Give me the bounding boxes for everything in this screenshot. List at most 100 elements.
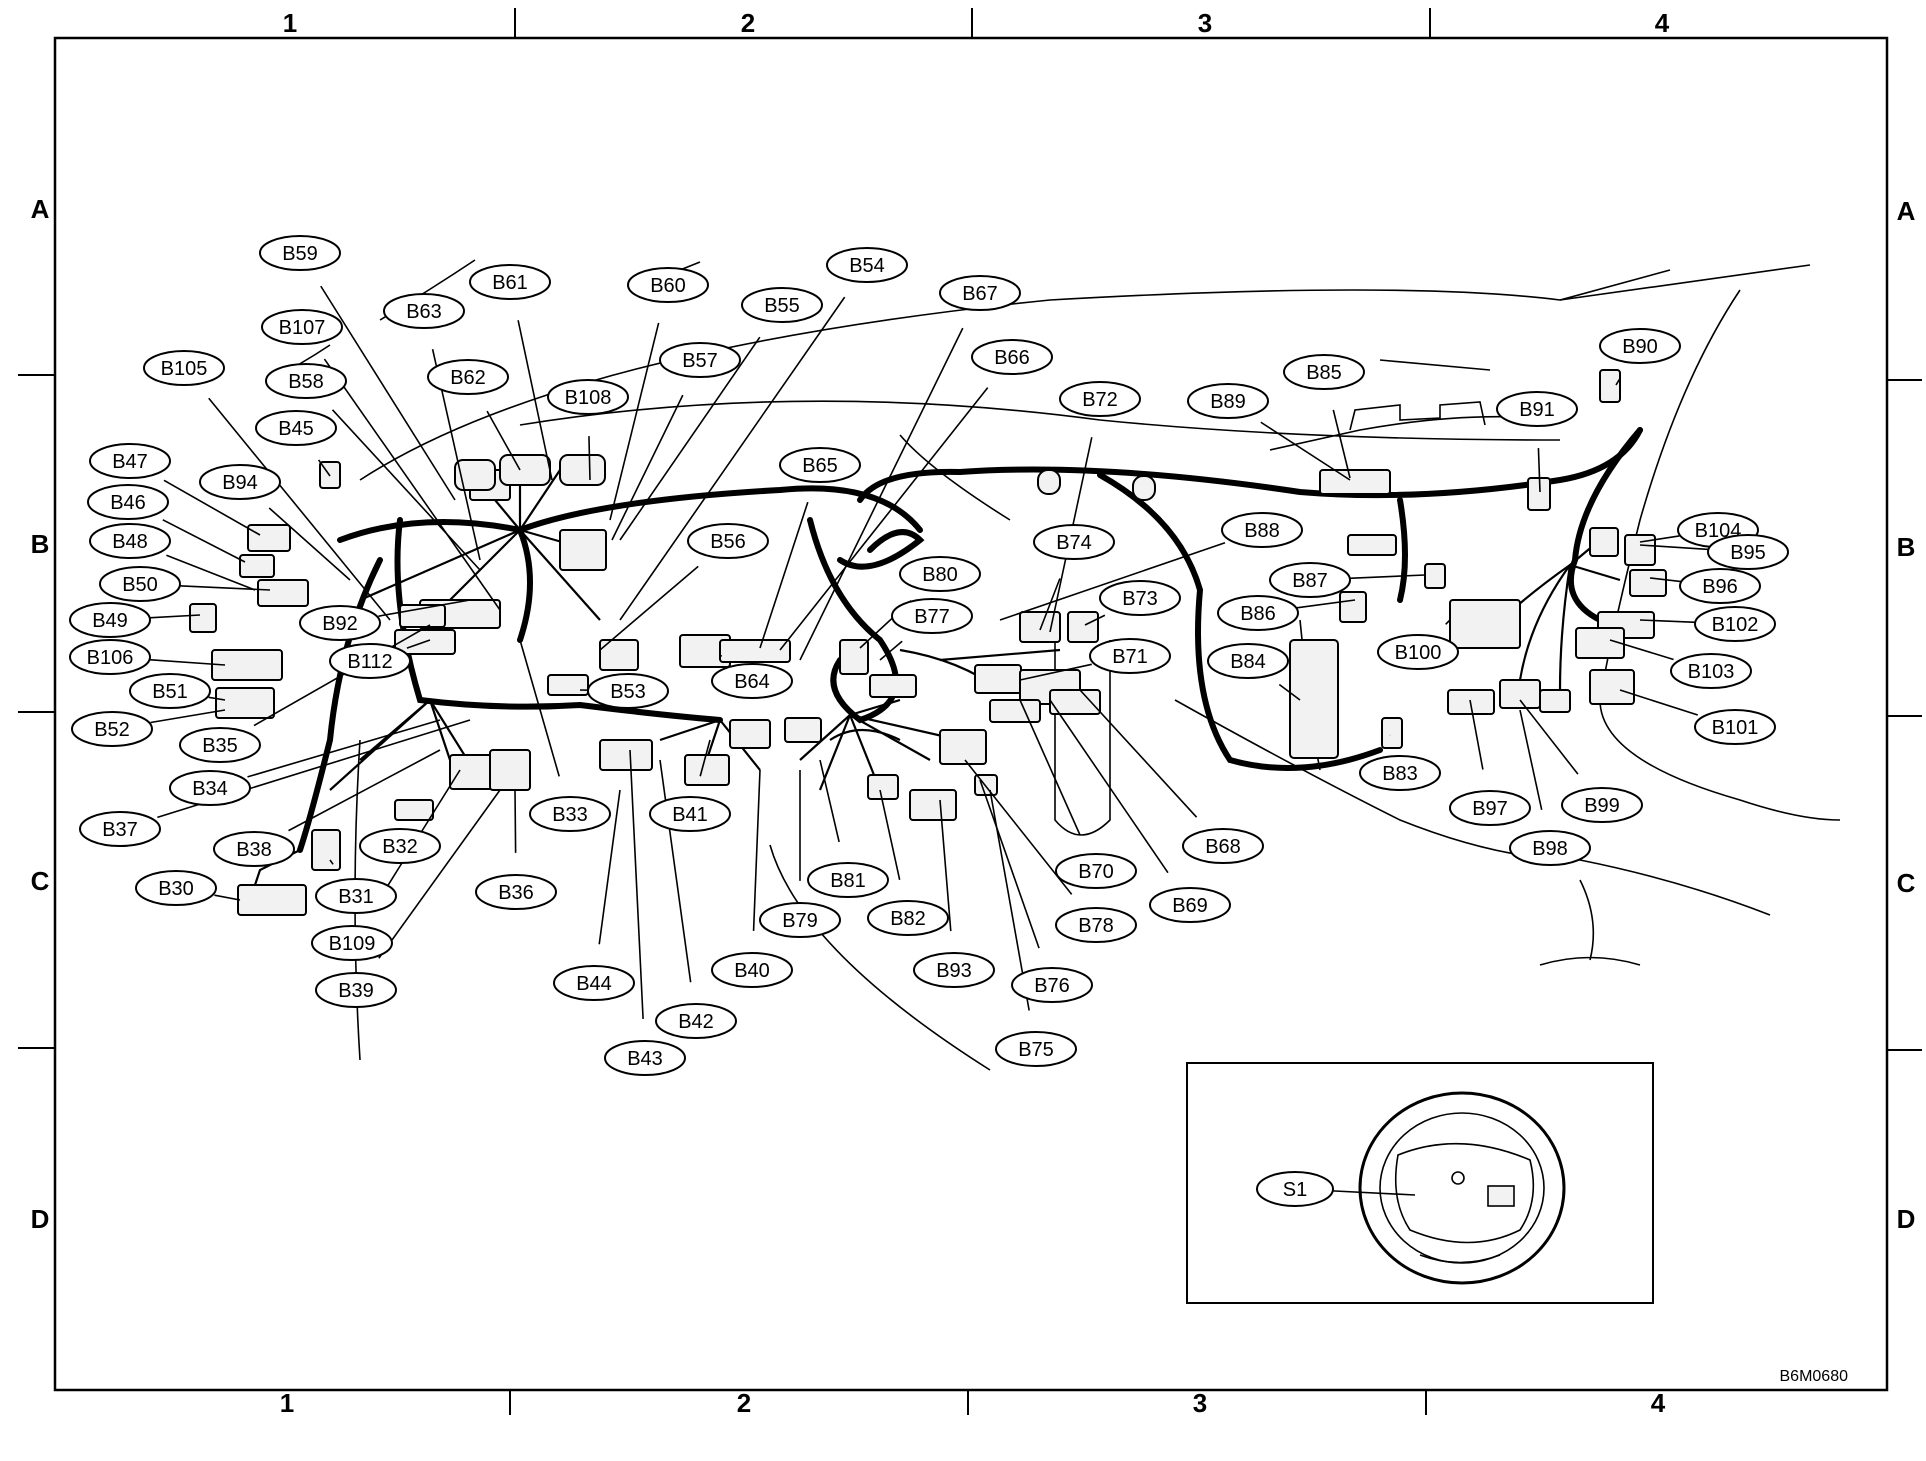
callout-b95[interactable]: B95 <box>1708 535 1788 569</box>
grid-ticks <box>18 8 1922 1415</box>
callout-b103[interactable]: B103 <box>1671 654 1751 688</box>
callout-b57[interactable]: B57 <box>660 343 740 377</box>
callout-b77[interactable]: B77 <box>892 599 972 633</box>
callout-b56[interactable]: B56 <box>688 524 768 558</box>
callout-b69[interactable]: B69 <box>1150 888 1230 922</box>
callout-b100[interactable]: B100 <box>1378 635 1458 669</box>
callout-b74[interactable]: B74 <box>1034 525 1114 559</box>
callout-b59[interactable]: B59 <box>260 236 340 270</box>
callout-b37[interactable]: B37 <box>80 812 160 846</box>
callout-b58[interactable]: B58 <box>266 364 346 398</box>
callout-label-b58: B58 <box>288 371 324 393</box>
callout-b73[interactable]: B73 <box>1100 581 1180 615</box>
callout-b43[interactable]: B43 <box>605 1041 685 1075</box>
callout-b46[interactable]: B46 <box>88 485 168 519</box>
callout-b38[interactable]: B38 <box>214 832 294 866</box>
callout-b30[interactable]: B30 <box>136 871 216 905</box>
callout-b34[interactable]: B34 <box>170 771 250 805</box>
callout-b71[interactable]: B71 <box>1090 639 1170 673</box>
callout-b50[interactable]: B50 <box>100 567 180 601</box>
callout-label-b46: B46 <box>110 492 146 514</box>
callout-b65[interactable]: B65 <box>780 448 860 482</box>
callout-b108[interactable]: B108 <box>548 380 628 414</box>
callout-b52[interactable]: B52 <box>72 712 152 746</box>
callout-b39[interactable]: B39 <box>316 973 396 1007</box>
callout-b35[interactable]: B35 <box>180 728 260 762</box>
callout-b67[interactable]: B67 <box>940 276 1020 310</box>
callout-b72[interactable]: B72 <box>1060 382 1140 416</box>
callout-b93[interactable]: B93 <box>914 953 994 987</box>
callout-b80[interactable]: B80 <box>900 557 980 591</box>
leader-line-b108 <box>589 436 590 480</box>
callout-b32[interactable]: B32 <box>360 829 440 863</box>
callout-b44[interactable]: B44 <box>554 966 634 1000</box>
branch-wiring <box>250 460 1620 900</box>
callout-b48[interactable]: B48 <box>90 524 170 558</box>
callout-b97[interactable]: B97 <box>1450 791 1530 825</box>
leader-line-b85 <box>1333 410 1350 478</box>
callout-b55[interactable]: B55 <box>742 288 822 322</box>
callout-b102[interactable]: B102 <box>1695 607 1775 641</box>
callout-b94[interactable]: B94 <box>200 465 280 499</box>
callout-label-b79: B79 <box>782 910 818 932</box>
col-label-bottom-3: 3 <box>1193 1388 1207 1418</box>
callout-b49[interactable]: B49 <box>70 603 150 637</box>
callout-b64[interactable]: B64 <box>712 664 792 698</box>
callout-b62[interactable]: B62 <box>428 360 508 394</box>
callout-b88[interactable]: B88 <box>1222 513 1302 547</box>
callout-b99[interactable]: B99 <box>1562 788 1642 822</box>
callout-b91[interactable]: B91 <box>1497 392 1577 426</box>
callout-b98[interactable]: B98 <box>1510 831 1590 865</box>
callout-b82[interactable]: B82 <box>868 901 948 935</box>
callout-b53[interactable]: B53 <box>588 674 668 708</box>
callout-b112[interactable]: B112 <box>330 644 410 678</box>
callout-b105[interactable]: B105 <box>144 351 224 385</box>
steering-wheel-inner <box>1380 1113 1544 1263</box>
callout-b86[interactable]: B86 <box>1218 596 1298 630</box>
callout-b31[interactable]: B31 <box>316 879 396 913</box>
callout-label-b74: B74 <box>1056 532 1092 554</box>
callout-b70[interactable]: B70 <box>1056 854 1136 888</box>
callout-b90[interactable]: B90 <box>1600 329 1680 363</box>
callout-b47[interactable]: B47 <box>90 444 170 478</box>
callout-b87[interactable]: B87 <box>1270 563 1350 597</box>
callout-label-b84: B84 <box>1230 651 1266 673</box>
col-label-bottom-1: 1 <box>280 1388 294 1418</box>
callout-b78[interactable]: B78 <box>1056 908 1136 942</box>
leader-line-b68 <box>1080 690 1197 817</box>
callout-b41[interactable]: B41 <box>650 797 730 831</box>
callout-b60[interactable]: B60 <box>628 268 708 302</box>
callout-b63[interactable]: B63 <box>384 294 464 328</box>
callout-b83[interactable]: B83 <box>1360 756 1440 790</box>
callout-label-b75: B75 <box>1018 1039 1054 1061</box>
callout-label-b66: B66 <box>994 347 1030 369</box>
callout-b81[interactable]: B81 <box>808 863 888 897</box>
callout-b89[interactable]: B89 <box>1188 384 1268 418</box>
callout-b107[interactable]: B107 <box>262 310 342 344</box>
callout-b33[interactable]: B33 <box>530 797 610 831</box>
callout-b61[interactable]: B61 <box>470 265 550 299</box>
callout-b84[interactable]: B84 <box>1208 644 1288 678</box>
callout-b85[interactable]: B85 <box>1284 355 1364 389</box>
leader-line-b64 <box>720 655 722 656</box>
callout-label-b78: B78 <box>1078 915 1114 937</box>
callout-b36[interactable]: B36 <box>476 875 556 909</box>
callout-b106[interactable]: B106 <box>70 640 150 674</box>
callout-label-b33: B33 <box>552 804 588 826</box>
callout-b40[interactable]: B40 <box>712 953 792 987</box>
callout-b51[interactable]: B51 <box>130 674 210 708</box>
callout-s1[interactable]: S1 <box>1257 1172 1333 1206</box>
callout-b96[interactable]: B96 <box>1680 569 1760 603</box>
callout-label-b101: B101 <box>1712 717 1759 739</box>
callout-b101[interactable]: B101 <box>1695 710 1775 744</box>
callout-b42[interactable]: B42 <box>656 1004 736 1038</box>
callout-b76[interactable]: B76 <box>1012 968 1092 1002</box>
callout-b54[interactable]: B54 <box>827 248 907 282</box>
callout-b92[interactable]: B92 <box>300 606 380 640</box>
callout-b79[interactable]: B79 <box>760 903 840 937</box>
callout-b66[interactable]: B66 <box>972 340 1052 374</box>
callout-b68[interactable]: B68 <box>1183 829 1263 863</box>
callout-b109[interactable]: B109 <box>312 926 392 960</box>
callout-b45[interactable]: B45 <box>256 411 336 445</box>
callout-b75[interactable]: B75 <box>996 1032 1076 1066</box>
